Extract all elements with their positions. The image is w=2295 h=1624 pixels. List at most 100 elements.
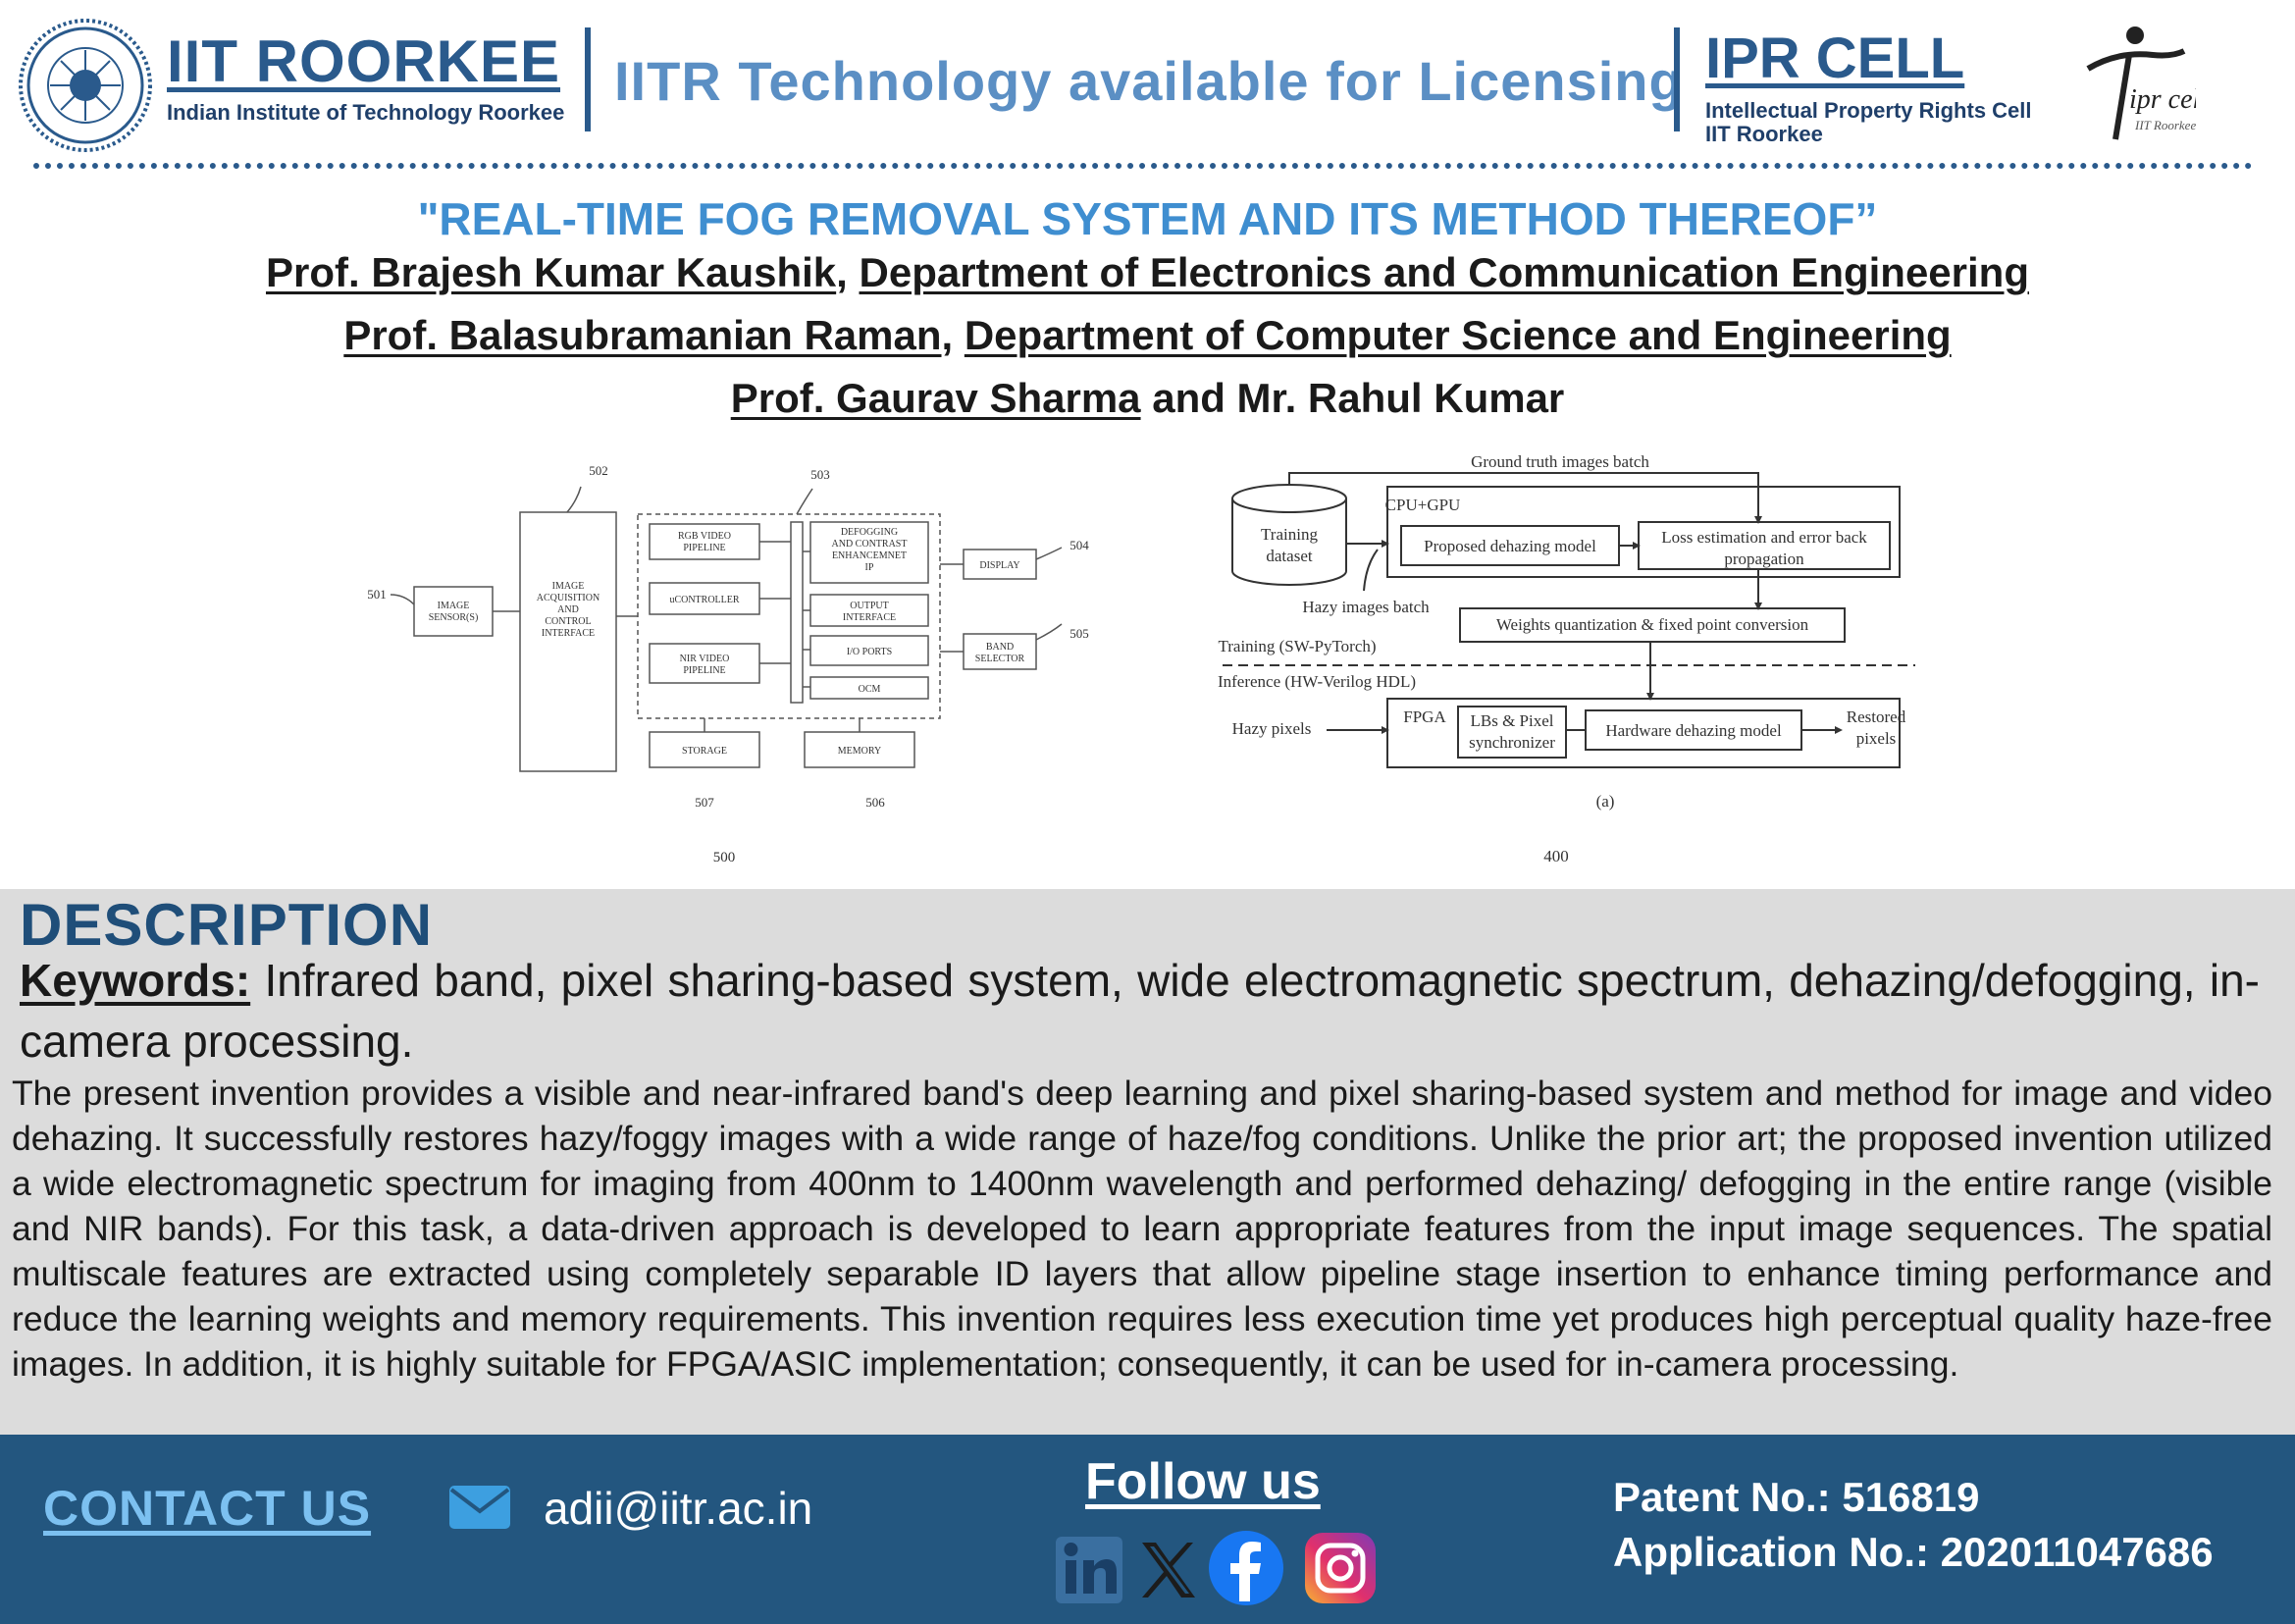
ref-505: 505 [1069, 626, 1089, 641]
figure-400-svg: Ground truth images batch Training datas… [1218, 452, 1915, 865]
ipr-cell-logo-icon: ipr cell IIT Roorkee [2086, 26, 2196, 140]
defogging-label: DEFOGGING [841, 527, 898, 538]
ref-503: 503 [810, 467, 830, 482]
description-body: The present invention provides a visible… [12, 1074, 2272, 1384]
facebook-icon[interactable] [1207, 1529, 1285, 1607]
author-name: Prof. Balasubramanian Raman [343, 312, 942, 358]
lbs-label: synchronizer [1469, 733, 1555, 752]
defogging-box [809, 521, 929, 584]
band-selector-label: SELECTOR [975, 654, 1025, 664]
header-divider [585, 27, 591, 131]
author-name: Prof. Gaurav Sharma [730, 375, 1141, 421]
figure-500-svg: 502 503 501 504 505 507 506 500 IMAGE SE… [367, 463, 1089, 865]
acquisition-label: AND [557, 604, 579, 615]
keywords-label: Keywords: [20, 955, 251, 1006]
header: IIT ROORKEE Indian Institute of Technolo… [0, 0, 2295, 169]
keywords-paragraph: Keywords: Infrared band, pixel sharing-b… [20, 950, 2260, 1072]
header-dotted-divider [33, 163, 2253, 169]
description-section: DESCRIPTION Keywords: Infrared band, pix… [0, 889, 2295, 1435]
proposed-model-label: Proposed dehazing model [1424, 537, 1596, 555]
io-ports-box [809, 635, 929, 666]
ipr-logo-subtext: IIT Roorkee [2134, 118, 2196, 132]
linkedin-icon[interactable] [1052, 1529, 1130, 1607]
acquisition-label: INTERFACE [542, 628, 595, 639]
lbs-label: LBs & Pixel [1470, 711, 1553, 730]
inference-hw-label: Inference (HW-Verilog HDL) [1218, 672, 1416, 691]
ground-truth-label: Ground truth images batch [1471, 452, 1649, 471]
ref-506: 506 [865, 795, 885, 810]
display-label: DISPLAY [979, 560, 1019, 571]
acquisition-label: CONTROL [545, 616, 591, 627]
defogging-label: ENHANCEMNET [832, 550, 907, 561]
mail-icon [449, 1486, 510, 1529]
ocm-label: OCM [859, 684, 881, 695]
memory-label: MEMORY [838, 746, 881, 757]
iit-roorkee-seal-icon [19, 19, 152, 152]
ref-502: 502 [589, 463, 608, 478]
figure-400-caption: 400 [1543, 847, 1569, 865]
rgb-pipeline-box [649, 523, 760, 560]
defogging-label: AND CONTRAST [832, 539, 908, 550]
author-separator: , [941, 312, 965, 358]
institute-name: IIT ROORKEE [167, 28, 561, 94]
figure-500-block-diagram: 502 503 501 504 505 507 506 500 IMAGE SE… [353, 451, 1138, 883]
author-department: Department of Electronics and Communicat… [859, 249, 2030, 295]
training-sw-label: Training (SW-PyTorch) [1218, 637, 1376, 655]
image-sensor-label: IMAGE [438, 601, 470, 611]
training-dataset-label: dataset [1266, 547, 1312, 565]
instagram-icon[interactable] [1301, 1529, 1380, 1607]
acquisition-label: IMAGE [552, 581, 585, 592]
header-divider [1674, 27, 1680, 131]
figure-400-subcaption: (a) [1596, 792, 1615, 811]
band-selector-label: BAND [986, 642, 1014, 653]
contact-email-link[interactable]: adii@iitr.ac.in [544, 1483, 813, 1534]
nir-pipeline-label: NIR VIDEO [680, 654, 730, 664]
ipr-cell-name: IPR CELL [1705, 26, 1965, 90]
acquisition-label: ACQUISITION [537, 593, 600, 603]
acquisition-box [519, 511, 617, 772]
bus-bar [790, 521, 804, 704]
nir-pipeline-label: PIPELINE [683, 665, 725, 676]
rgb-pipeline-label: RGB VIDEO [678, 531, 731, 542]
header-tagline: IITR Technology available for Licensing [614, 50, 1684, 112]
hazy-pixels-label: Hazy pixels [1232, 719, 1312, 738]
cpu-gpu-label: CPU+GPU [1385, 496, 1461, 514]
contact-us-link[interactable]: CONTACT US [43, 1481, 372, 1536]
institute-subtitle: Indian Institute of Technology Roorkee [167, 100, 565, 125]
restored-pixels-label: pixels [1856, 729, 1897, 748]
ref-507: 507 [695, 795, 714, 810]
loss-estimation-label: propagation [1724, 550, 1804, 568]
training-dataset-label: Training [1261, 525, 1318, 544]
x-icon[interactable] [1128, 1529, 1207, 1607]
ref-504: 504 [1069, 538, 1089, 552]
defogging-label: IP [865, 562, 874, 573]
hazy-batch-label: Hazy images batch [1302, 598, 1430, 616]
application-number: Application No.: 202011047686 [1613, 1529, 2214, 1575]
io-ports-label: I/O PORTS [847, 647, 892, 657]
figure-400-flow-diagram: Ground truth images batch Training datas… [1217, 447, 1923, 885]
description-heading: DESCRIPTION [20, 892, 434, 958]
weights-quantization-label: Weights quantization & fixed point conve… [1496, 615, 1809, 634]
hardware-model-label: Hardware dehazing model [1605, 721, 1782, 740]
author-department: Department of Computer Science and Engin… [964, 312, 1952, 358]
ocm-box [809, 676, 929, 700]
invention-title: "REAL-TIME FOG REMOVAL SYSTEM AND ITS ME… [417, 193, 1878, 244]
image-sensor-box [413, 586, 494, 637]
figure-500-caption: 500 [713, 850, 736, 865]
footer: CONTACT US adii@iitr.ac.in Follow us Pat… [0, 1435, 2295, 1624]
ipr-cell-subtitle: IIT Roorkee [1705, 122, 1823, 146]
fpga-label: FPGA [1403, 707, 1446, 726]
restored-pixels-label: Restored [1847, 707, 1906, 726]
author-line-1: Prof. Brajesh Kumar Kaushik, Department … [0, 249, 2295, 296]
author-name: Prof. Brajesh Kumar Kaushik [265, 249, 837, 295]
output-interface-label: INTERFACE [843, 612, 896, 623]
ipr-cell-subtitle: Intellectual Property Rights Cell [1705, 98, 2032, 123]
author-line-3: Prof. Gaurav Sharma and Mr. Rahul Kumar [0, 375, 2295, 422]
ipr-logo-text: ipr cell [2129, 84, 2196, 115]
loss-estimation-label: Loss estimation and error back [1661, 528, 1867, 547]
rgb-pipeline-label: PIPELINE [683, 543, 725, 553]
keywords-text: Infrared band, pixel sharing-based syste… [20, 955, 2260, 1067]
author-line-2: Prof. Balasubramanian Raman, Department … [0, 312, 2295, 359]
output-interface-label: OUTPUT [850, 601, 888, 611]
image-sensor-label: SENSOR(S) [429, 612, 479, 623]
